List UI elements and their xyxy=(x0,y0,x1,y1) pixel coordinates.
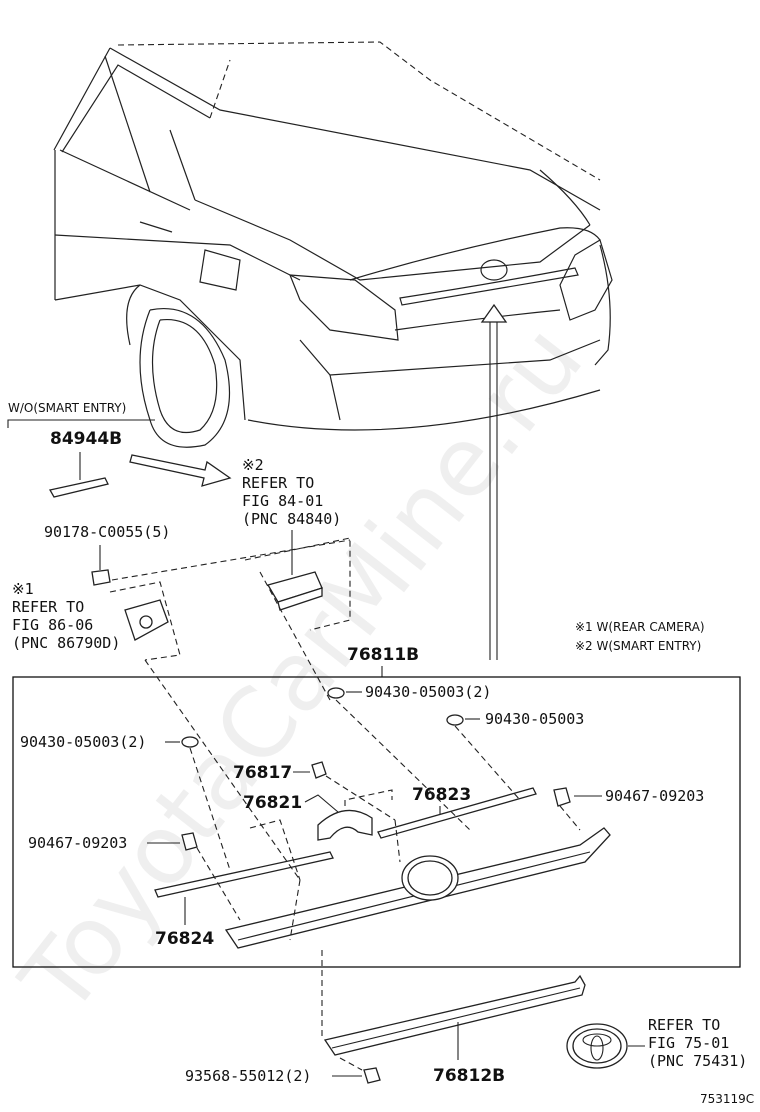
svg-text:※2: ※2 xyxy=(242,456,264,474)
legend-mark-2: ※2 W(SMART ENTRY) xyxy=(575,639,701,653)
bracket-76821 xyxy=(317,809,373,841)
clip-76817 xyxy=(311,761,327,779)
part-90178-C0055: 90178-C0055(5) xyxy=(44,523,170,541)
washer-top xyxy=(327,687,345,699)
part-90430-left: 90430-05003(2) xyxy=(20,733,146,751)
part-93568-55012: 93568-55012(2) xyxy=(185,1067,311,1085)
svg-text:REFER TO: REFER TO xyxy=(242,474,314,492)
screw-93568 xyxy=(363,1067,381,1084)
part-76824: 76824 xyxy=(155,929,214,949)
assembly-box xyxy=(12,676,741,968)
car-illustration xyxy=(53,41,613,448)
part-84944B: 84944B xyxy=(50,429,122,449)
svg-text:(PNC 86790D): (PNC 86790D) xyxy=(12,634,120,652)
svg-text:※1: ※1 xyxy=(12,580,34,598)
toyota-emblem-icon xyxy=(566,1023,628,1069)
ref-3-block: REFER TO FIG 75-01 (PNC 75431) xyxy=(648,1016,747,1070)
connector-84944B xyxy=(48,477,109,498)
part-76821: 76821 xyxy=(243,793,302,813)
screw-left xyxy=(181,832,198,851)
svg-text:(PNC 75431): (PNC 75431) xyxy=(648,1052,747,1070)
svg-text:(PNC 84840): (PNC 84840) xyxy=(242,510,341,528)
figure-id: 753119C xyxy=(700,1092,754,1106)
clip-90178 xyxy=(91,569,111,586)
part-76823: 76823 xyxy=(412,785,471,805)
svg-text:FIG 86-06: FIG 86-06 xyxy=(12,616,93,634)
garnish-76811B xyxy=(224,827,611,949)
rear-camera xyxy=(109,581,181,661)
lamp-76812B xyxy=(323,974,586,1056)
part-90430-right: 90430-05003 xyxy=(485,710,584,728)
smart-entry-group: W/O(SMART ENTRY) 84944B xyxy=(7,401,232,498)
part-90430-top: 90430-05003(2) xyxy=(365,683,491,701)
ref-1-block: ※1 REFER TO FIG 86-06 (PNC 86790D) xyxy=(12,580,120,652)
smart-entry-switch xyxy=(244,537,351,631)
svg-text:REFER TO: REFER TO xyxy=(12,598,84,616)
legend-mark-1: ※1 W(REAR CAMERA) xyxy=(575,620,705,634)
molding-76824 xyxy=(154,851,334,898)
ref-2-block: ※2 REFER TO FIG 84-01 (PNC 84840) xyxy=(242,456,341,575)
part-76812B: 76812B xyxy=(433,1066,505,1086)
location-arrow xyxy=(480,303,508,660)
washer-right xyxy=(446,714,464,726)
svg-text:FIG 84-01: FIG 84-01 xyxy=(242,492,323,510)
svg-text:REFER TO: REFER TO xyxy=(648,1016,720,1034)
part-76811B: 76811B xyxy=(347,645,419,665)
molding-76823 xyxy=(377,787,537,839)
screw-right xyxy=(553,787,571,807)
washer-left xyxy=(181,736,199,748)
part-90467-right: 90467-09203 xyxy=(605,787,704,805)
part-76817: 76817 xyxy=(233,763,292,783)
part-90467-left: 90467-09203 xyxy=(28,834,127,852)
group-label: W/O(SMART ENTRY) xyxy=(8,401,126,415)
svg-text:FIG 75-01: FIG 75-01 xyxy=(648,1034,729,1052)
assembly-leaders xyxy=(144,571,581,941)
